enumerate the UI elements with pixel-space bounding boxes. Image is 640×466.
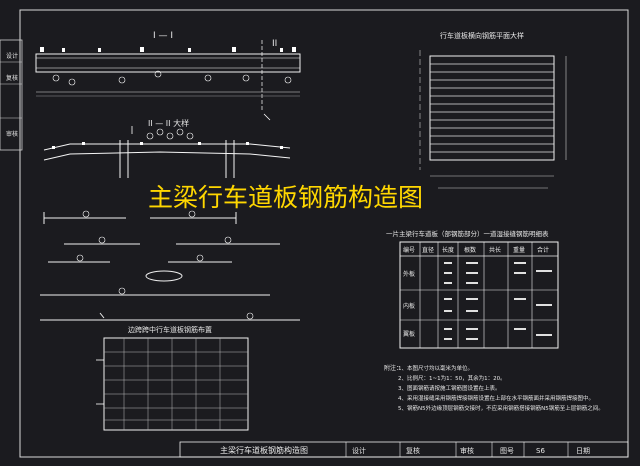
watermark-title: 主梁行车道板钢筋构造图 bbox=[148, 183, 423, 212]
col-header-5: 共长 bbox=[489, 246, 501, 254]
binding-label-2: 复核 bbox=[6, 74, 18, 82]
col-header-2: 直径 bbox=[422, 246, 434, 254]
col-header-3: 长度 bbox=[442, 246, 454, 254]
cut-mark-label: II bbox=[272, 39, 277, 49]
notes-block: 附注： 1、本图尺寸均以毫米为单位。 2、比例尺：1~1为1：50，其余为1：2… bbox=[384, 364, 604, 412]
section-1-label: I — I bbox=[153, 31, 173, 41]
sheet-number: S6 bbox=[536, 447, 545, 455]
col-header-6: 重量 bbox=[513, 246, 525, 254]
col-header-1: 编号 bbox=[403, 246, 415, 254]
top-right-title: 行车道板横向钢筋平面大样 bbox=[440, 31, 524, 40]
rebar-detail-sketches bbox=[40, 212, 300, 321]
section-2-label: II — II 大样 bbox=[148, 118, 189, 128]
binding-strip bbox=[0, 39, 23, 151]
title-block: 主梁行车道板钢筋构造图 设计 复核 审核 图号 S6 日期 bbox=[179, 441, 629, 458]
approve-label: 审核 bbox=[460, 446, 474, 455]
note-3: 3、图面钢筋请按施工钢筋图设置在上表。 bbox=[398, 384, 501, 392]
col-header-7: 合计 bbox=[537, 246, 549, 254]
binding-label-1: 设计 bbox=[6, 52, 18, 60]
col-header-4: 根数 bbox=[464, 246, 476, 254]
drawing-title: 主梁行车道板钢筋构造图 bbox=[220, 445, 308, 455]
group-label-3: 翼板 bbox=[403, 330, 415, 338]
review-label: 复核 bbox=[406, 446, 420, 455]
bottom-left-plan: 边跨跨中行车道板钢筋布置 bbox=[96, 325, 249, 431]
section-2-view: II — II 大样 bbox=[43, 113, 291, 178]
note-1: 1、本图尺寸均以毫米为单位。 bbox=[398, 364, 473, 372]
sheet-label: 图号 bbox=[500, 447, 514, 455]
date-label: 日期 bbox=[576, 447, 590, 455]
notes-lead: 附注： bbox=[384, 364, 402, 372]
design-label: 设计 bbox=[352, 446, 366, 455]
rebar-markers bbox=[76, 210, 254, 320]
top-right-plan: 行车道板横向钢筋平面大样 bbox=[419, 31, 567, 189]
section-1-view: I — I II bbox=[35, 31, 301, 112]
rebar-schedule-table: 一片主梁行车道板（部钢筋部分）一道湿接缝钢筋明细表 编号 直径 长度 根数 共长… bbox=[386, 229, 559, 349]
binding-label-3: 审核 bbox=[6, 130, 18, 138]
table-title: 一片主梁行车道板（部钢筋部分）一道湿接缝钢筋明细表 bbox=[386, 229, 549, 238]
note-5: 5、钢筋N5外边缘顶层钢筋交接时，不应采用钢筋搭接钢筋N5钢筋至上层钢筋之间。 bbox=[398, 404, 604, 412]
bottom-plan-title: 边跨跨中行车道板钢筋布置 bbox=[128, 325, 212, 334]
group-label-1: 外板 bbox=[403, 270, 415, 278]
note-4: 4、采用湿接缝采用钢筋焊接钢筋设置在上部在水平钢筋面并采用钢筋焊接图中。 bbox=[398, 394, 594, 402]
group-label-2: 内板 bbox=[403, 302, 415, 310]
note-2: 2、比例尺：1~1为1：50，其余为1：20。 bbox=[398, 374, 506, 382]
